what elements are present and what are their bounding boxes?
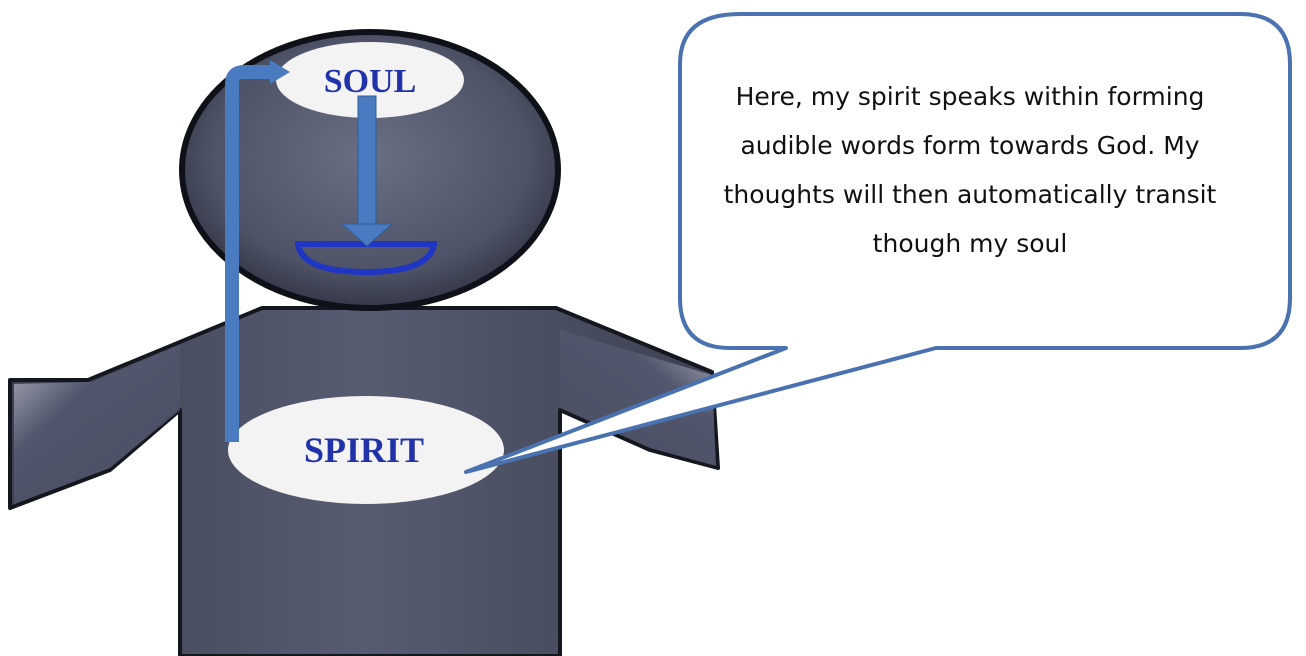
left-arm-highlight [14,345,180,504]
soul-to-mouth-arrow-shaft [358,96,376,228]
spirit-label: SPIRIT [304,430,424,470]
soul-label: SOUL [324,63,417,100]
speech-bubble-text: Here, my spirit speaks within forming au… [700,72,1240,268]
